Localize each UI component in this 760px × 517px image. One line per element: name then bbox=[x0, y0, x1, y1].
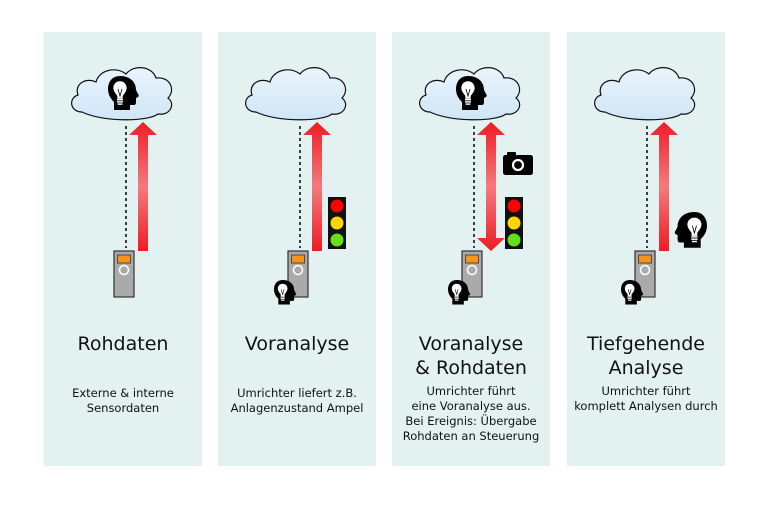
panel-description-line: komplett Analysen durch bbox=[574, 399, 718, 413]
panel-voranalyse-rohdaten: Voranalyse & Rohdaten Umrichter führt ei… bbox=[392, 32, 550, 466]
panel-title: Rohdaten bbox=[44, 332, 202, 356]
panel-description-line: Externe & interne bbox=[72, 386, 174, 400]
panel-illustration bbox=[71, 67, 173, 298]
panel-description-line: Anlagenzustand Ampel bbox=[230, 401, 364, 415]
cloud-brain-icon bbox=[108, 76, 139, 110]
panel-title: Tiefgehende Analyse bbox=[567, 332, 725, 380]
data-flow-arrow-bidirectional-icon bbox=[477, 122, 505, 251]
traffic-light-icon bbox=[505, 197, 523, 249]
panel-illustration bbox=[419, 67, 533, 305]
panel-title: Voranalyse & Rohdaten bbox=[392, 332, 550, 380]
panel-description: Externe & interne Sensordaten bbox=[44, 386, 202, 416]
panel-tiefgehende-analyse: Tiefgehende Analyse Umrichter führt komp… bbox=[567, 32, 725, 466]
panel-description-line: Sensordaten bbox=[86, 401, 160, 415]
panel-illustration bbox=[594, 67, 707, 305]
cloud-icon bbox=[594, 67, 696, 121]
panel-illustration bbox=[245, 67, 347, 305]
panel-title-line: Tiefgehende bbox=[587, 333, 705, 355]
panel-title: Voranalyse bbox=[218, 332, 376, 356]
panel-description: Umrichter führt komplett Analysen durch bbox=[567, 384, 725, 414]
panel-title-line: Voranalyse bbox=[418, 333, 524, 355]
device-brain-icon bbox=[621, 280, 644, 305]
panel-title-line: Rohdaten bbox=[77, 333, 169, 355]
panel-description-line: Bei Ereignis: Übergabe bbox=[405, 414, 537, 428]
panel-description-line: Umrichter führt bbox=[601, 384, 691, 398]
device-brain-icon bbox=[274, 280, 297, 305]
inverter-device-icon bbox=[113, 250, 135, 298]
panel-title-line: Analyse bbox=[608, 357, 684, 379]
data-flow-arrow-up-icon bbox=[303, 122, 331, 251]
panel-voranalyse: Voranalyse Umrichter liefert z.B. Anlage… bbox=[218, 32, 376, 466]
cloud-icon bbox=[245, 67, 347, 121]
inverter-device-icon bbox=[461, 250, 483, 298]
device-brain-icon bbox=[448, 280, 471, 305]
panel-description-line: Umrichter liefert z.B. bbox=[237, 386, 357, 400]
panel-description-line: eine Voranalyse aus. bbox=[411, 399, 531, 413]
traffic-light-icon bbox=[328, 197, 346, 249]
brain-head-icon bbox=[674, 212, 707, 248]
panel-rohdaten: Rohdaten Externe & interne Sensordaten bbox=[44, 32, 202, 466]
panel-description-line: Rohdaten an Steuerung bbox=[402, 429, 540, 443]
panel-title-line: & Rohdaten bbox=[415, 357, 527, 379]
data-flow-arrow-up-icon bbox=[650, 122, 678, 251]
cloud-brain-icon bbox=[456, 76, 487, 110]
panel-title-line: Voranalyse bbox=[244, 333, 350, 355]
panel-description: Umrichter führt eine Voranalyse aus. Bei… bbox=[392, 384, 550, 444]
data-flow-arrow-up-icon bbox=[129, 122, 157, 251]
camera-icon bbox=[503, 152, 533, 175]
panel-description-line: Umrichter führt bbox=[426, 384, 516, 398]
panel-description: Umrichter liefert z.B. Anlagenzustand Am… bbox=[218, 386, 376, 416]
